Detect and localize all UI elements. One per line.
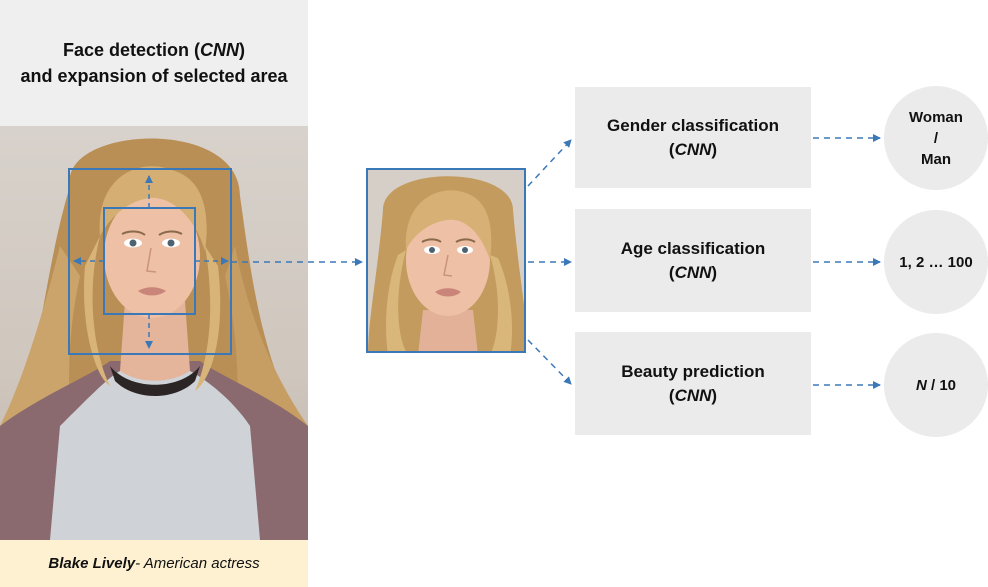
face-detection-panel: Face detection (CNN) and expansion of se… (0, 0, 308, 587)
age-cnn: CNN (674, 262, 712, 282)
beauty-cnn: CNN (674, 385, 712, 405)
cropped-portrait-illustration (368, 170, 524, 351)
age-cnn-close: ) (711, 262, 718, 282)
title-line1-prefix: Face detection ( (62, 40, 201, 60)
gender-output-circle: Woman / Man (884, 86, 988, 190)
gender-cnn-close: ) (711, 139, 718, 159)
gender-output-man: Man (921, 150, 951, 168)
beauty-cnn-open: ( (668, 385, 675, 405)
beauty-prediction-box: Beauty prediction (CNN) (575, 332, 811, 435)
age-classification-label: Age classification (620, 238, 766, 258)
age-output-circle: 1, 2 … 100 (884, 210, 988, 314)
source-photo (0, 126, 308, 540)
title-cnn: CNN (200, 40, 240, 60)
beauty-output-rest: / 10 (926, 376, 957, 394)
gender-output-woman: Woman (909, 108, 963, 126)
gender-classification-box: Gender classification (CNN) (575, 87, 811, 188)
detected-face-box (103, 207, 196, 315)
portrait-illustration (0, 138, 308, 540)
title-line-1: Face detection (CNN) (63, 37, 245, 63)
cropped-face-image (366, 168, 526, 353)
to-gender-arrow (527, 139, 572, 187)
beauty-output-score: N / 10 (916, 375, 956, 396)
photo-caption: Blake Lively - American actress (0, 540, 308, 587)
age-output-range: 1, 2 … 100 (899, 253, 973, 271)
beauty-cnn-line: (CNN) (669, 384, 717, 408)
gender-output-slash: / (933, 129, 939, 147)
beauty-output-n: N (915, 376, 927, 394)
beauty-output-circle: N / 10 (884, 333, 988, 437)
gender-cnn-open: ( (668, 139, 675, 159)
to-beauty-arrow (527, 339, 572, 385)
caption-name: Blake Lively (48, 555, 136, 572)
beauty-prediction-label: Beauty prediction (621, 361, 765, 381)
beauty-cnn-close: ) (711, 385, 718, 405)
title-line1-suffix: ) (239, 40, 246, 60)
age-cnn-line: (CNN) (669, 261, 717, 285)
gender-classification-label: Gender classification (607, 115, 779, 135)
title-line-2: and expansion of selected area (20, 66, 288, 86)
caption-description: - American actress (135, 555, 260, 572)
face-detection-title: Face detection (CNN) and expansion of se… (0, 0, 308, 126)
age-classification-box: Age classification (CNN) (575, 209, 811, 312)
age-cnn-open: ( (668, 262, 675, 282)
gender-cnn: CNN (674, 139, 712, 159)
gender-cnn-line: (CNN) (669, 138, 717, 162)
